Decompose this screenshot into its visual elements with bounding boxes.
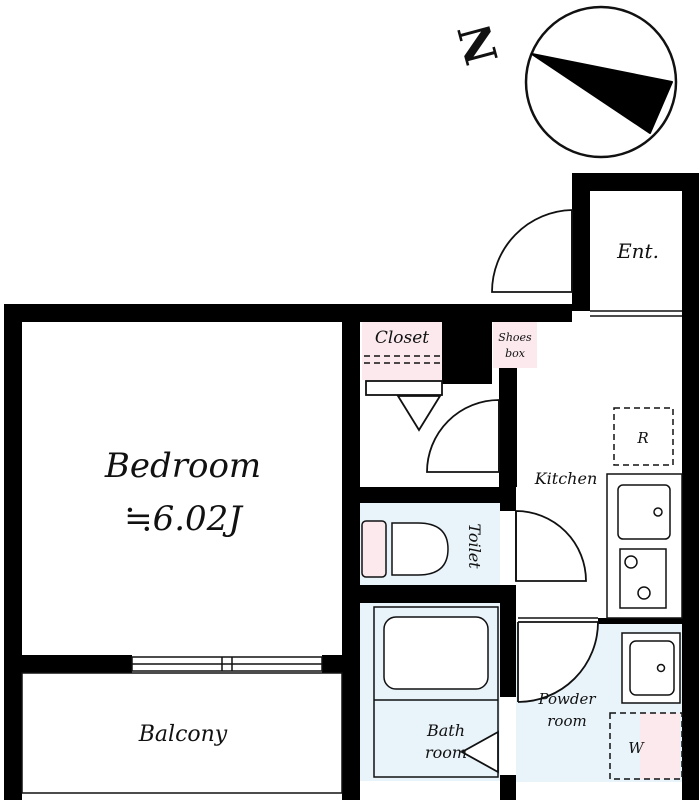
refrigerator-outline	[613, 407, 674, 466]
thin-lines	[21, 310, 683, 794]
wall-left	[4, 304, 22, 800]
bath-label-2: room	[425, 743, 467, 762]
closet-label: Closet	[375, 328, 429, 348]
closet-door-rail	[365, 380, 443, 396]
wall-bedroom-top	[4, 304, 346, 322]
shoes-box-label-1: Shoes	[498, 331, 532, 344]
entrance-label: Ent.	[616, 239, 659, 263]
closet-fill	[362, 322, 442, 380]
bathtub-inner	[383, 616, 489, 690]
washbasin-drain-icon	[656, 663, 666, 673]
kitchen-sink	[617, 484, 671, 540]
wall-shoes-right	[499, 368, 517, 400]
toilet-door-swing	[515, 510, 587, 582]
toilet-label: Toilet	[465, 523, 484, 569]
bedroom-label: Bedroom	[104, 446, 261, 486]
kitchen-label: Kitchen	[534, 469, 598, 488]
closet-door-triangle	[396, 395, 442, 432]
wall-core-right-lower	[500, 585, 516, 697]
bath-label-1: Bath	[426, 721, 465, 740]
burner-1-icon	[624, 555, 638, 569]
sink-drain-icon	[653, 507, 663, 517]
wall-toilet-top	[342, 487, 514, 503]
washbasin-outer	[621, 632, 681, 704]
powder-label-1: Powder	[537, 690, 596, 708]
powder-label-2: room	[547, 712, 586, 730]
wall-corridor-top	[342, 304, 572, 322]
bath-door-triangle	[460, 730, 499, 774]
wall-powder-top	[598, 618, 682, 624]
wall-toilet-bottom	[342, 585, 514, 603]
bedroom-door-swing	[426, 399, 500, 473]
balcony-label: Balcony	[138, 722, 228, 747]
washer-fill	[640, 713, 680, 779]
bath-unit	[373, 606, 499, 778]
powder-door-swing	[517, 621, 599, 703]
fixtures	[361, 407, 683, 780]
wall-entrance-top	[572, 173, 699, 191]
room-labels: Ent. Closet Shoes box R Kitchen Bedroom …	[104, 239, 659, 762]
compass-needle-icon	[531, 53, 673, 134]
washer-outline	[609, 712, 683, 780]
shoes-box-fill	[493, 322, 537, 368]
burner-2-icon	[637, 586, 651, 600]
refrigerator-label: R	[636, 429, 648, 447]
washer-label: W	[628, 739, 645, 757]
closet-shelves	[364, 355, 440, 364]
north-label: N	[449, 18, 509, 70]
wall-corridor-right	[499, 400, 517, 487]
wall-right	[682, 173, 699, 800]
wall-core-left	[342, 487, 360, 800]
kitchen-counter	[606, 473, 683, 619]
bedroom-size-label: ≒6.02J	[124, 499, 244, 539]
front-door-swing	[491, 209, 573, 293]
toilet-tank	[361, 520, 387, 578]
shoes-box-label-2: box	[505, 347, 526, 360]
stove	[619, 548, 667, 609]
toilet-bowl	[391, 522, 449, 576]
wall-core-right-upper	[500, 487, 516, 511]
wall-core-right-bottom	[500, 775, 516, 800]
balcony-outline	[21, 672, 343, 794]
washbasin-inner	[629, 640, 675, 696]
compass: N	[449, 5, 678, 159]
wall-balcony-left-stub	[4, 655, 132, 673]
doors	[365, 209, 599, 774]
walls	[4, 173, 699, 800]
wall-bedroom-right	[342, 322, 360, 490]
wall-entrance-left	[572, 173, 590, 311]
balcony-window	[131, 656, 323, 672]
